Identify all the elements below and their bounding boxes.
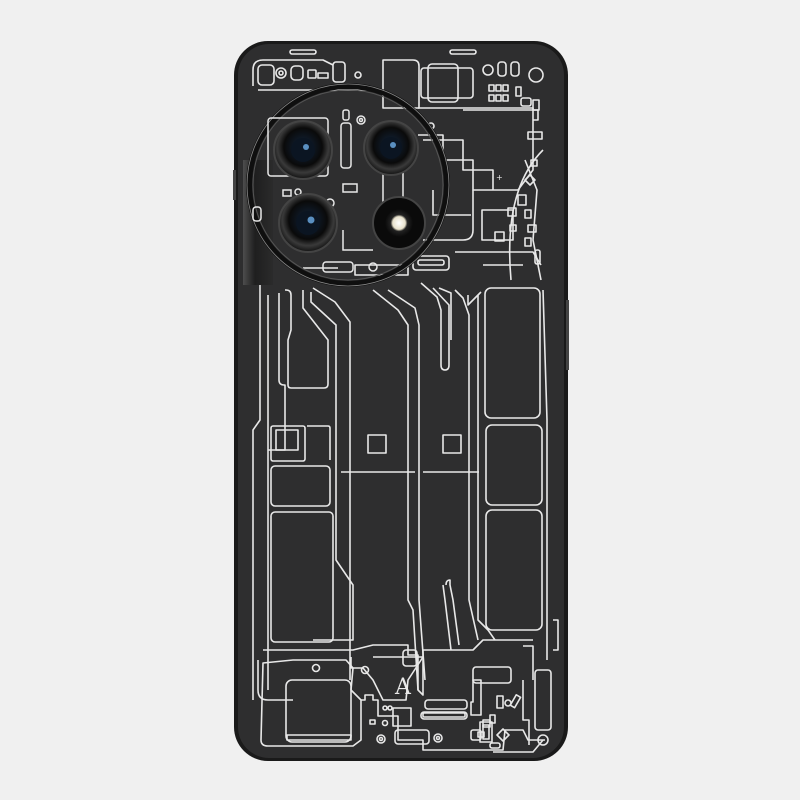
circuit-traces: + xyxy=(252,49,559,753)
phone-back: + xyxy=(233,40,569,762)
camera-module xyxy=(246,83,450,287)
image-subject: Smartphone back with circuit-board patte… xyxy=(0,0,1,1)
side-button-left xyxy=(233,170,236,200)
svg-text:+: + xyxy=(496,173,503,182)
logo-glyph: A xyxy=(394,675,412,700)
side-button-right xyxy=(566,300,569,370)
